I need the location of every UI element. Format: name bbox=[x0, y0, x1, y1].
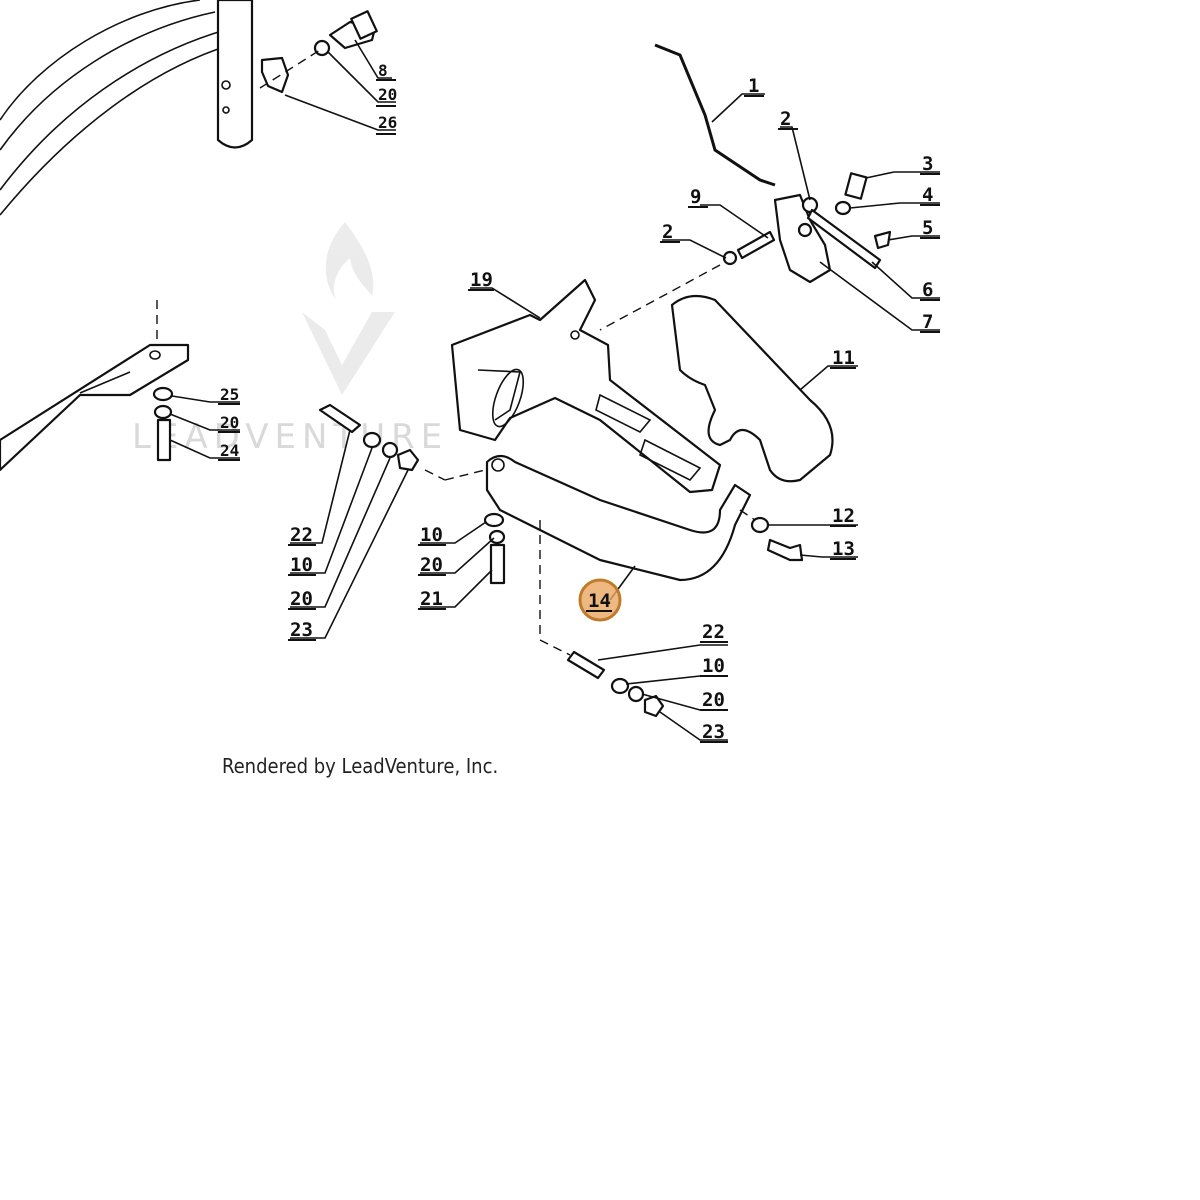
callout-underlines bbox=[218, 79, 940, 743]
callout-20-bottom: 20 bbox=[702, 689, 725, 711]
washer-2-left bbox=[722, 250, 738, 266]
callout-13: 13 bbox=[832, 538, 855, 560]
washer-10-left bbox=[362, 431, 382, 449]
callout-10-bottom: 10 bbox=[702, 655, 725, 677]
stud-22-bottom bbox=[566, 650, 606, 680]
callout-24: 24 bbox=[220, 441, 239, 460]
nut-12 bbox=[750, 516, 770, 534]
callout-21: 21 bbox=[420, 588, 443, 610]
callout-20-top: 20 bbox=[378, 85, 397, 104]
link-rod-1 bbox=[654, 43, 776, 187]
callout-11: 11 bbox=[832, 347, 855, 369]
callout-12: 12 bbox=[832, 505, 855, 527]
callout-20-center: 20 bbox=[420, 554, 443, 576]
lock-washer-20-top bbox=[313, 39, 331, 57]
handle-housing-19 bbox=[450, 278, 722, 494]
callout-23-bottom: 23 bbox=[702, 721, 725, 743]
callout-1: 1 bbox=[748, 75, 759, 97]
bolt-21 bbox=[489, 543, 506, 585]
callout-7: 7 bbox=[922, 311, 933, 333]
callout-2-left: 2 bbox=[662, 221, 673, 243]
screw-5 bbox=[873, 230, 892, 250]
stud-22-left bbox=[318, 403, 362, 434]
callout-3: 3 bbox=[922, 153, 933, 175]
front-handle-14 bbox=[485, 454, 752, 582]
pin-9 bbox=[736, 230, 776, 260]
watermark-text: LEADVENTURE bbox=[132, 417, 448, 457]
sleeve-3 bbox=[844, 172, 868, 200]
callout-20-left: 20 bbox=[220, 413, 239, 432]
callout-10-left: 10 bbox=[290, 554, 313, 576]
callout-4: 4 bbox=[922, 184, 933, 206]
grip-11 bbox=[670, 294, 834, 483]
callout-9: 9 bbox=[690, 186, 701, 208]
callout-8: 8 bbox=[378, 61, 388, 80]
callout-14: 14 bbox=[588, 590, 611, 612]
callout-19: 19 bbox=[470, 269, 493, 291]
bolt-24 bbox=[156, 418, 172, 462]
render-credit: Rendered by LeadVenture, Inc. bbox=[222, 754, 498, 778]
washer-25 bbox=[152, 386, 174, 402]
callout-10-center: 10 bbox=[420, 524, 443, 546]
plate-6 bbox=[806, 208, 882, 270]
lock-washer-20-mid bbox=[381, 441, 399, 459]
washer-10-center bbox=[483, 512, 505, 528]
callout-6: 6 bbox=[922, 279, 933, 301]
lock-washer-20-center bbox=[488, 529, 506, 545]
lock-washer-20-bottom bbox=[627, 685, 645, 703]
nut-23-left bbox=[396, 448, 420, 472]
callout-2-right: 2 bbox=[780, 108, 791, 130]
bar-blade bbox=[0, 343, 190, 472]
callout-22-left: 22 bbox=[290, 524, 313, 546]
callout-22-bottom: 22 bbox=[702, 621, 725, 643]
bolt-13 bbox=[766, 538, 804, 562]
washer-2-right bbox=[801, 196, 819, 214]
nut-4 bbox=[834, 200, 852, 216]
bracket-26 bbox=[260, 56, 290, 94]
watermark-logo bbox=[302, 222, 395, 395]
washer-10-bottom bbox=[610, 677, 630, 695]
bolt-8 bbox=[328, 10, 378, 50]
callout-23-left: 23 bbox=[290, 619, 313, 641]
callout-labels: 8 20 26 1 2 3 4 5 6 7 9 2 19 11 12 13 14… bbox=[220, 61, 933, 743]
handle-bar-tube bbox=[0, 0, 254, 216]
callout-26: 26 bbox=[378, 113, 397, 132]
callout-25: 25 bbox=[220, 385, 239, 404]
callout-5: 5 bbox=[922, 217, 933, 239]
callout-20-left-group: 20 bbox=[290, 588, 313, 610]
lock-washer-20-left bbox=[153, 404, 173, 420]
